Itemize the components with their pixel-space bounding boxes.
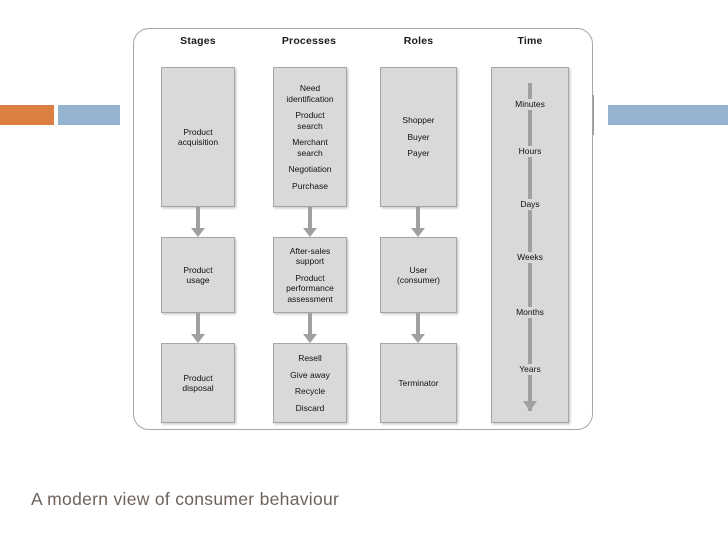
role-item: Payer: [407, 148, 430, 159]
role-box-2: User (consumer): [380, 237, 457, 313]
role-box-1: Shopper Buyer Payer: [380, 67, 457, 207]
timeline-shaft: [528, 83, 532, 411]
arrow-processes-1-to-2: [303, 207, 317, 237]
process-item: Resell: [298, 353, 322, 363]
role-item: User (consumer): [397, 264, 440, 286]
role-box-3: Terminator: [380, 343, 457, 423]
process-item: Merchant search: [292, 137, 328, 158]
process-item: After-sales support: [289, 245, 331, 267]
process-item: Discard: [295, 402, 325, 413]
diagram-frame: [133, 28, 593, 430]
process-box-1: Need identification Product search Merch…: [273, 67, 347, 207]
stage-box-2-text: Product usage: [183, 264, 213, 286]
process-item: Recycle: [294, 386, 326, 396]
arrow-roles-1-to-2: [411, 207, 425, 237]
role-item: Terminator: [398, 377, 439, 388]
arrow-stages-1-to-2: [191, 207, 205, 237]
arrow-processes-2-to-3: [303, 313, 317, 343]
role-item: Buyer: [407, 131, 430, 142]
timeline-arrowhead: [523, 401, 537, 411]
column-header-time: Time: [517, 35, 543, 47]
stage-box-3-text: Product disposal: [182, 372, 214, 394]
column-header-roles: Roles: [403, 35, 434, 47]
process-item: Give away: [290, 369, 330, 380]
time-label: Years: [492, 364, 568, 375]
column-header-stages: Stages: [180, 35, 216, 47]
time-box: Minutes Hours Days Weeks Months Years: [491, 67, 569, 423]
time-label: Days: [492, 199, 568, 210]
role-item: Shopper: [402, 115, 435, 126]
process-box-3: Resell Give away Recycle Discard: [273, 343, 347, 423]
stage-box-1-text: Product acquisition: [177, 126, 219, 148]
process-box-2: After-sales support Product performance …: [273, 237, 347, 313]
process-item: Product search: [295, 110, 325, 131]
process-item: Purchase: [292, 180, 328, 191]
stage-box-3: Product disposal: [161, 343, 235, 423]
time-label: Hours: [492, 146, 568, 157]
stage-box-1: Product acquisition: [161, 67, 235, 207]
decoration-bar-orange: [0, 105, 54, 125]
stage-box-2: Product usage: [161, 237, 235, 313]
time-label: Weeks: [492, 252, 568, 263]
process-item: Negotiation: [288, 164, 332, 174]
decoration-vertical-rule: [592, 95, 594, 135]
process-item: Need identification: [286, 83, 334, 104]
decoration-bar-blue-right: [608, 105, 728, 125]
arrow-stages-2-to-3: [191, 313, 205, 343]
time-label: Minutes: [492, 99, 568, 110]
process-item: Product performance assessment: [286, 272, 334, 304]
decoration-bar-blue-left: [58, 105, 120, 125]
time-label: Months: [492, 307, 568, 318]
slide-caption: A modern view of consumer behaviour: [31, 489, 340, 509]
arrow-roles-2-to-3: [411, 313, 425, 343]
column-header-processes: Processes: [281, 35, 337, 47]
